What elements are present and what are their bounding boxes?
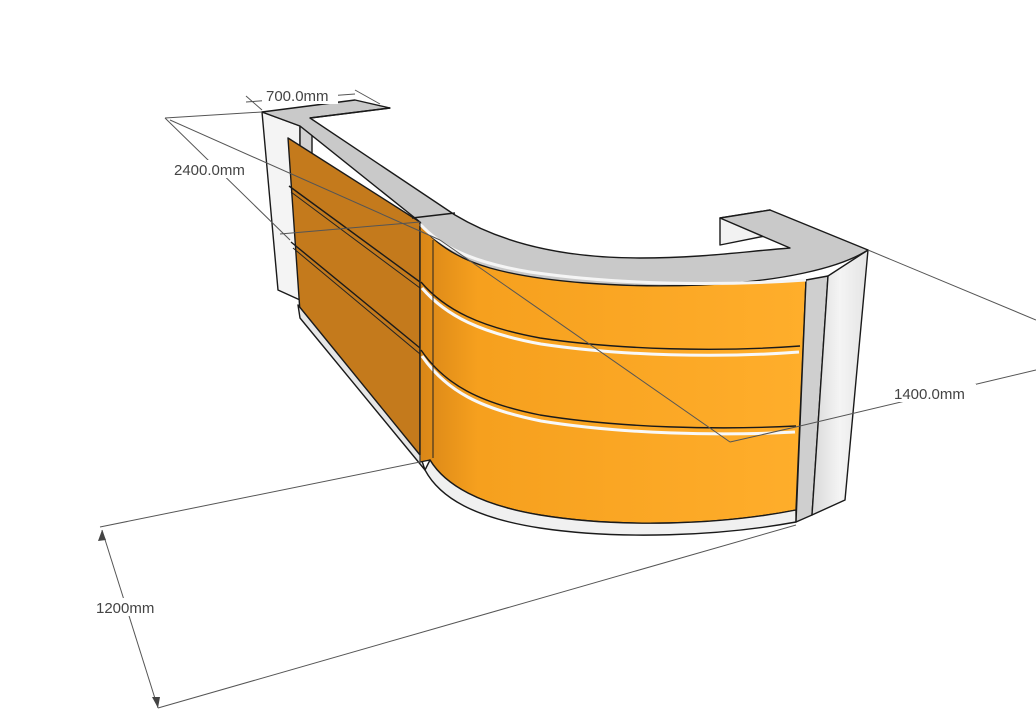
counter-top [261, 99, 869, 287]
dimension-label-1400: 1400.0mm [894, 386, 965, 403]
dimension-label-1200: 1200mm [96, 600, 154, 617]
panel-seam [419, 222, 434, 462]
dimension-2400: 2400.0mm [164, 111, 731, 443]
dimension-1400: 1400.0mm [729, 249, 1036, 443]
dimension-700: 700.0mm [245, 86, 381, 111]
dimension-1200: 1200mm [94, 455, 797, 709]
right-end-panel [795, 249, 869, 523]
dimension-label-2400: 2400.0mm [174, 162, 245, 179]
left-front-panel [287, 137, 426, 471]
dimension-label-700: 700.0mm [266, 88, 329, 105]
